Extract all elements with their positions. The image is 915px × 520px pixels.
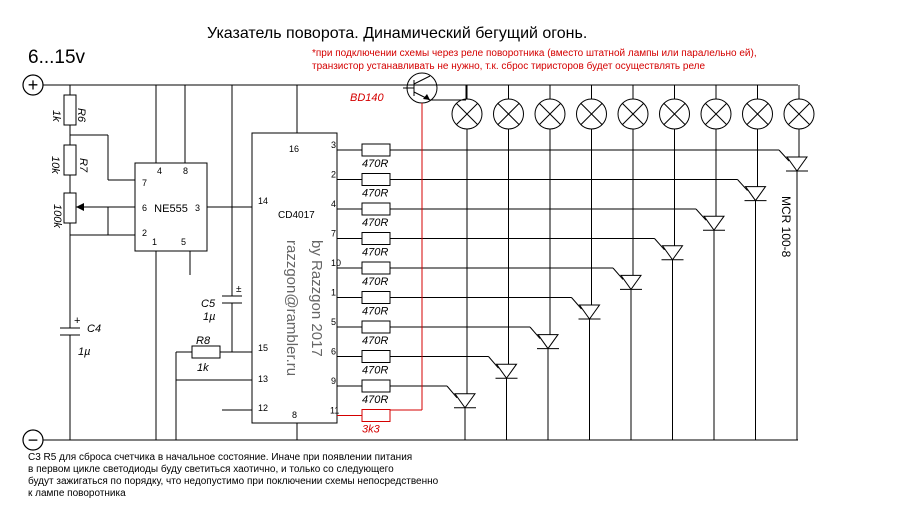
- resistor-channel: [361, 202, 391, 216]
- c5-value: 1µ: [203, 311, 215, 323]
- bottom-note-line3: будут зажигаться по порядку, что недопус…: [28, 475, 439, 487]
- cd4017-output-pin: 9: [331, 376, 336, 386]
- minus-symbol: −: [28, 430, 39, 450]
- thyristor-label: MCR 100-8: [779, 196, 793, 258]
- cd4017-output-pin: 5: [331, 317, 336, 327]
- base-resistor-label: 3k3: [362, 424, 381, 436]
- channel-resistor-label: 470R: [362, 335, 388, 347]
- svg-text:15: 15: [258, 343, 268, 353]
- pot-value: 100k: [51, 204, 63, 228]
- c4-value: 1µ: [78, 346, 90, 358]
- resistor-channel: [361, 291, 391, 304]
- thyristor-icon: [495, 363, 518, 380]
- supply-voltage: 6...15v: [28, 47, 86, 68]
- transistor-label: BD140: [350, 92, 385, 104]
- ne555-label: NE555: [154, 203, 188, 215]
- r7-name: R7: [77, 158, 89, 173]
- watermark-email: razzgon@rambler.ru: [283, 240, 300, 376]
- channel-resistor-label: 470R: [362, 276, 388, 288]
- relay-note-line2: транзистор устанавливать не нужно, т.к. …: [312, 60, 706, 72]
- cd4017-output-pin: 1: [331, 288, 336, 298]
- cd4017-output-pin: 10: [331, 258, 341, 268]
- r6-name: R6: [75, 108, 87, 123]
- svg-text:4: 4: [157, 166, 162, 176]
- cd4017-output-pin: 6: [331, 347, 336, 357]
- channel-resistor-label: 470R: [362, 188, 388, 200]
- potentiometer: [63, 192, 77, 224]
- thyristor-icon: [786, 156, 808, 172]
- svg-text:12: 12: [258, 403, 268, 413]
- svg-text:+: +: [74, 315, 80, 327]
- svg-text:±: ±: [236, 284, 242, 295]
- svg-text:3: 3: [195, 203, 200, 213]
- resistor-channel: [361, 350, 391, 363]
- svg-text:13: 13: [258, 374, 268, 384]
- resistor-r6: [63, 94, 77, 126]
- thyristor-icon: [537, 334, 559, 350]
- resistor-channel: [361, 173, 391, 186]
- r8-name: R8: [196, 335, 211, 347]
- thyristor-icon: [578, 304, 601, 320]
- cd4017-label: CD4017: [278, 210, 315, 221]
- cd4017-output-pin: 4: [331, 199, 336, 209]
- bottom-note-line4: к лампе поворотника: [28, 488, 126, 499]
- watermark-author: by Razzgon 2017: [308, 240, 325, 357]
- channel-resistor-label: 470R: [362, 158, 388, 170]
- thyristor-icon: [454, 393, 476, 409]
- channel-resistor-label: 470R: [362, 306, 388, 318]
- svg-text:16: 16: [289, 144, 299, 154]
- cd4017-chip: [251, 132, 338, 424]
- resistor-base: [361, 409, 391, 422]
- svg-text:5: 5: [181, 237, 186, 247]
- cd4017-output-pin: 2: [331, 170, 336, 180]
- thyristor-icon: [661, 245, 684, 261]
- svg-text:2: 2: [142, 228, 147, 238]
- resistor-channel: [361, 232, 391, 245]
- svg-text:1: 1: [152, 237, 157, 247]
- channel-resistor-label: 470R: [362, 365, 388, 377]
- r8-value: 1k: [197, 362, 209, 374]
- resistor-r8: [191, 345, 221, 359]
- c4-name: C4: [87, 323, 101, 335]
- resistor-channel: [361, 379, 391, 393]
- svg-text:8: 8: [183, 166, 188, 176]
- resistor-channel: [361, 261, 391, 275]
- c5-name: C5: [201, 298, 216, 310]
- r6-value: 1k: [50, 110, 62, 122]
- channel-resistor-label: 470R: [362, 217, 388, 229]
- diagram-title: Указатель поворота. Динамический бегущий…: [207, 25, 587, 42]
- svg-text:6: 6: [142, 203, 147, 213]
- cd4017-output-pin: 3: [331, 140, 336, 150]
- thyristor-icon: [744, 186, 767, 202]
- output-stage: 3 470R 2 470R 4 470R 7 470R 10 470R 1 470R 5 470R 6 470…: [330, 85, 815, 440]
- plus-symbol: +: [28, 75, 39, 95]
- resistor-channel: [361, 320, 391, 334]
- svg-text:8: 8: [292, 410, 297, 420]
- thyristor-icon: [620, 274, 642, 291]
- channel-resistor-label: 470R: [362, 394, 388, 406]
- timing-network: +: [60, 85, 135, 440]
- thyristor-icon: [703, 215, 725, 232]
- svg-text:7: 7: [142, 178, 147, 188]
- cd4017-output-pin: 7: [331, 229, 336, 239]
- relay-note-line1: *при подключении схемы через реле поворо…: [312, 48, 757, 59]
- bottom-note-line2: в первом цикле светодиоды буду светиться…: [28, 463, 394, 475]
- resistor-channel: [361, 143, 391, 157]
- r7-value: 10k: [49, 156, 61, 174]
- resistor-r7: [63, 144, 77, 176]
- svg-text:14: 14: [258, 196, 268, 206]
- bottom-note-line1: C3 R5 для сброса счетчика в начальное со…: [28, 451, 412, 463]
- channel-resistor-label: 470R: [362, 247, 388, 259]
- cd4017-output-pin: 11: [330, 406, 339, 416]
